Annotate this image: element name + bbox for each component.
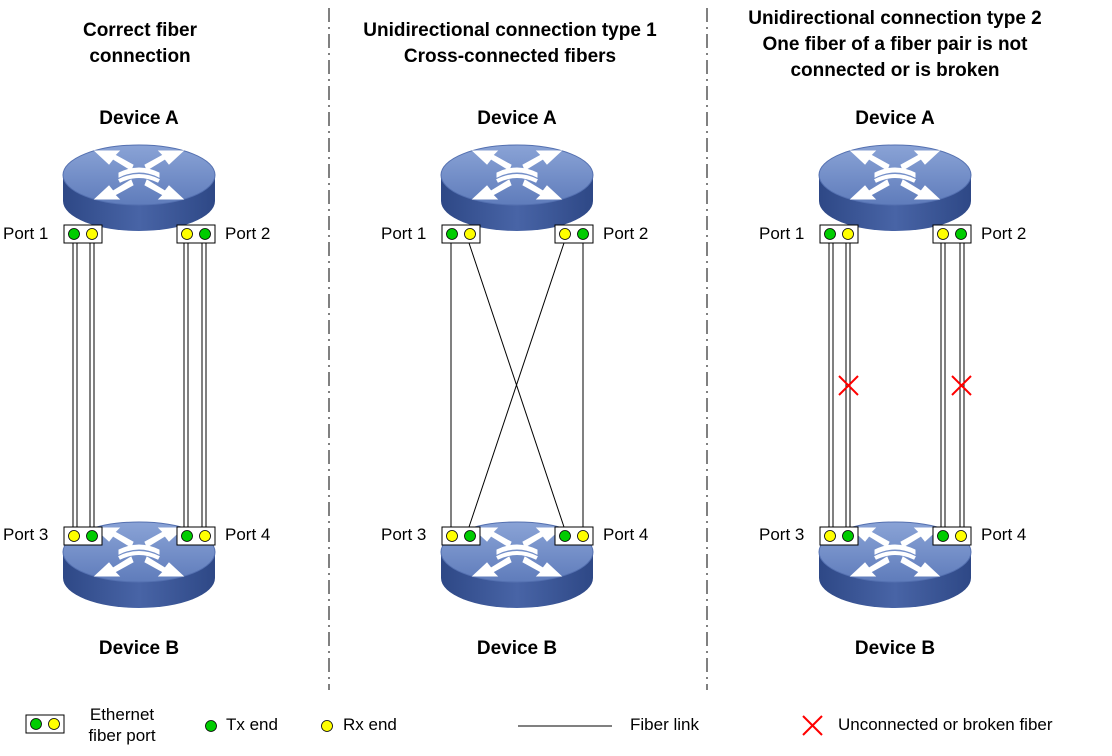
- device-a-router-correct: [61, 143, 217, 233]
- port1-box-type2: [819, 224, 859, 244]
- device-a-label-type2: Device A: [855, 108, 935, 129]
- legend-broken-icon: [802, 715, 823, 736]
- port4-label-type1: Port 4: [603, 525, 649, 544]
- device-b-label-type1: Device B: [476, 638, 558, 659]
- port1-label-type2: Port 1: [759, 224, 805, 243]
- port1-label-type1: Port 1: [381, 224, 427, 243]
- port1-box-type1: [441, 224, 481, 244]
- port2-label-type1: Port 2: [603, 224, 649, 243]
- port2-label-type2: Port 2: [981, 224, 1027, 243]
- device-a-router-type1: [439, 143, 595, 233]
- legend-tx-label: Tx end: [226, 715, 278, 734]
- legend-rx-label: Rx end: [343, 715, 397, 734]
- port2-box-type1: [554, 224, 594, 244]
- panel-title-type2: Unidirectional connection type 2 One fib…: [748, 8, 1042, 81]
- device-b-label-type2: Device B: [854, 638, 936, 659]
- port3-box-correct: [63, 526, 103, 546]
- legend-ethernet-port-icon: [25, 714, 65, 734]
- legend-ethernet-port-label: Ethernet fiber port: [88, 705, 156, 745]
- device-b-label-correct: Device B: [98, 638, 180, 659]
- device-a-label-correct: Device A: [99, 108, 179, 129]
- legend-rx-icon: [321, 720, 333, 732]
- fiber-links-type1: [450, 242, 584, 528]
- port2-label-correct: Port 2: [225, 224, 271, 243]
- device-a-label-type1: Device A: [477, 108, 557, 129]
- port3-box-type2: [819, 526, 859, 546]
- port2-box-correct: [176, 224, 216, 244]
- port4-box-correct: [176, 526, 216, 546]
- port3-label-type1: Port 3: [381, 525, 427, 544]
- port3-label-correct: Port 3: [3, 525, 49, 544]
- port1-box-correct: [63, 224, 103, 244]
- port4-label-type2: Port 4: [981, 525, 1027, 544]
- legend-broken-label: Unconnected or broken fiber: [838, 715, 1053, 734]
- broken-fiber-mark-left: [838, 375, 859, 396]
- port2-box-type2: [932, 224, 972, 244]
- port1-label-correct: Port 1: [3, 224, 49, 243]
- legend-fiber-link-label: Fiber link: [630, 715, 699, 734]
- port3-box-type1: [441, 526, 481, 546]
- panel-title-type1: Unidirectional connection type 1 Cross-c…: [363, 20, 657, 67]
- legend-tx-icon: [205, 720, 217, 732]
- port4-box-type2: [932, 526, 972, 546]
- fiber-links-correct: [72, 243, 207, 527]
- port4-label-correct: Port 4: [225, 525, 271, 544]
- device-a-router-type2: [817, 143, 973, 233]
- broken-fiber-mark-right: [951, 375, 972, 396]
- port3-label-type2: Port 3: [759, 525, 805, 544]
- port4-box-type1: [554, 526, 594, 546]
- panel-title-correct: Correct fiber connection: [82, 20, 198, 67]
